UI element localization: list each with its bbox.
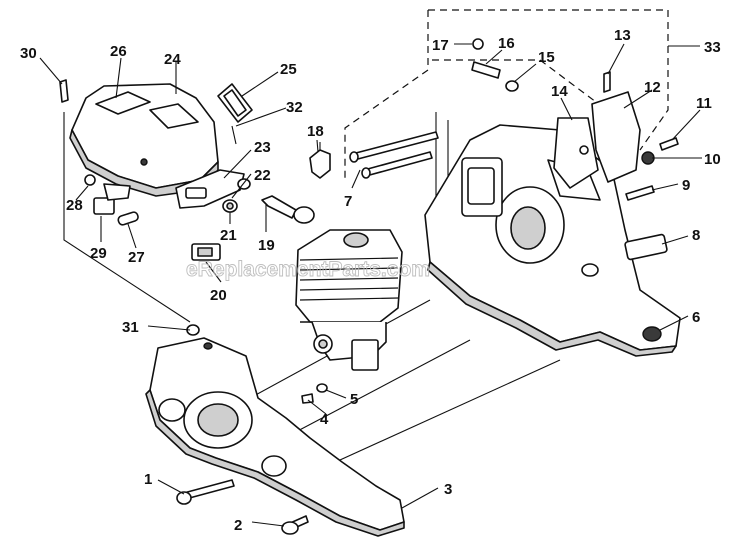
cylinder-assembly (295, 229, 403, 371)
callout-30: 30 (20, 45, 37, 62)
small-parts (59, 38, 679, 535)
callout-leaders (39, 43, 702, 527)
callout-16: 16 (498, 35, 515, 52)
callout-25: 25 (280, 61, 297, 78)
callout-21: 21 (220, 227, 237, 244)
callout-18: 18 (307, 123, 324, 140)
callout-14: 14 (551, 83, 568, 100)
callout-17: 17 (432, 37, 449, 54)
callout-8: 8 (692, 227, 700, 244)
callout-5: 5 (350, 391, 358, 408)
callout-9: 9 (682, 177, 690, 194)
callout-23: 23 (254, 139, 271, 156)
callout-31: 31 (122, 319, 139, 336)
callout-27: 27 (128, 249, 145, 266)
callout-28: 28 (66, 197, 83, 214)
callout-24: 24 (164, 51, 181, 68)
left-crankcase-half (145, 337, 405, 537)
callout-2: 2 (234, 517, 242, 534)
callout-10: 10 (704, 151, 721, 168)
callout-26: 26 (110, 43, 127, 60)
callout-6: 6 (692, 309, 700, 326)
callout-1: 1 (144, 471, 152, 488)
callout-32: 32 (286, 99, 303, 116)
callout-12: 12 (644, 79, 661, 96)
callout-13: 13 (614, 27, 631, 44)
callout-15: 15 (538, 49, 555, 66)
callout-11: 11 (696, 95, 712, 112)
group-33-bracket (344, 9, 700, 180)
callout-20: 20 (210, 287, 227, 304)
callout-33: 33 (704, 39, 721, 56)
callout-7: 7 (344, 193, 352, 210)
callout-29: 29 (90, 245, 107, 262)
callout-4: 4 (320, 411, 329, 428)
watermark-text: eReplacementParts.com (186, 258, 430, 281)
callout-19: 19 (258, 237, 275, 254)
callout-labels: 1 2 3 4 5 6 7 8 9 10 11 12 13 14 15 16 1… (20, 27, 721, 534)
callout-22: 22 (254, 167, 271, 184)
callout-3: 3 (444, 481, 452, 498)
right-crankcase-half (424, 124, 681, 357)
